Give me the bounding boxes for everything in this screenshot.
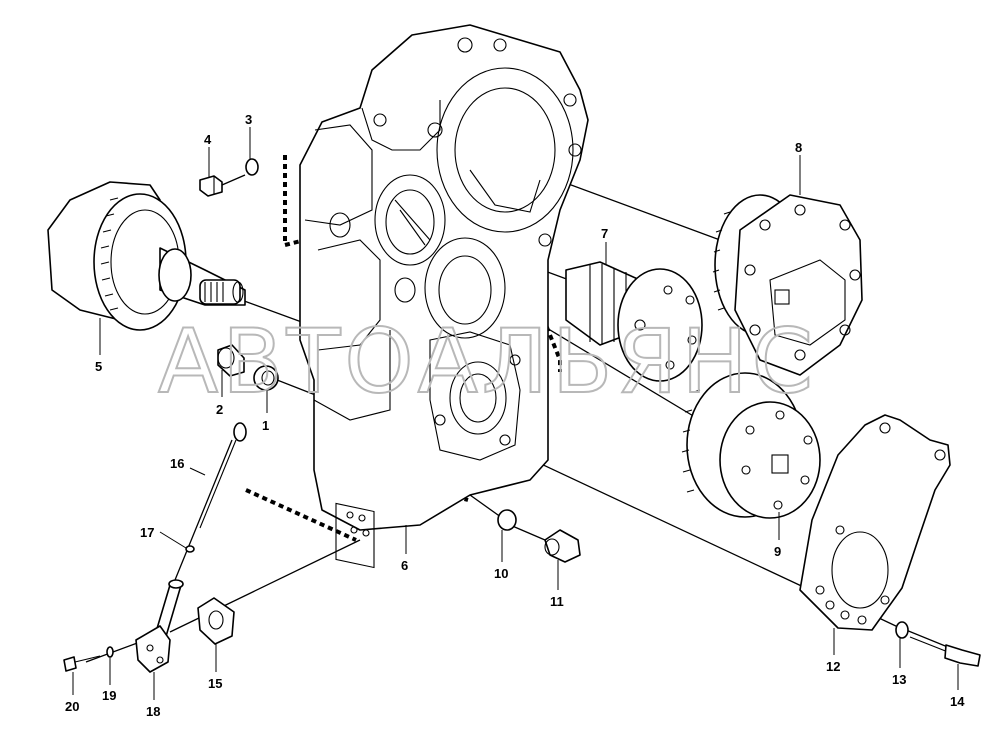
differential-assembly [47,181,246,331]
callout-3: 3 [245,112,252,127]
callout-8: 8 [795,140,802,155]
callout-13: 13 [892,672,906,687]
part-11-plug [544,529,581,563]
callout-14: 14 [950,694,965,709]
part-17-o-ring [185,545,195,553]
callout-7: 7 [601,226,608,241]
part-4-plug [199,175,223,197]
callout-4: 4 [204,132,212,147]
part-16-dipstick [199,422,247,529]
part-3-washer [245,158,259,176]
part-7-pinion-gear [565,261,703,382]
callout-5: 5 [95,359,102,374]
callout-16: 16 [170,456,184,471]
callout-9: 9 [774,544,781,559]
part-15-gasket [197,597,235,645]
callout-11: 11 [550,594,564,609]
part-1-seal-ring [253,365,279,391]
callout-19: 19 [102,688,116,703]
part-2-bushing [217,344,245,377]
part-19-washer [106,646,114,658]
callout-2: 2 [216,402,223,417]
part-14-bolt [909,636,981,667]
callout-12: 12 [826,659,840,674]
part-18-filler-tube [135,579,184,673]
part-10-o-ring [497,509,517,531]
callout-20: 20 [65,699,79,714]
gearbox-housing [299,24,589,569]
leader-lines [72,127,959,700]
part-20-bolt [63,655,101,672]
part-12-mounting-plate [799,414,951,631]
callout-6: 6 [401,558,408,573]
callout-1: 1 [262,418,269,433]
callout-numbers: 1 2 3 4 5 6 7 8 9 10 11 12 13 14 15 16 1… [65,112,965,719]
watermark-text: АВТОАЛЬЯНС [158,310,817,413]
part-8-gear-cover [712,194,863,376]
part-13-washer [895,621,909,639]
part-9-gear [681,372,821,519]
callout-10: 10 [494,566,508,581]
callout-15: 15 [208,676,222,691]
callout-17: 17 [140,525,154,540]
callout-18: 18 [146,704,160,719]
